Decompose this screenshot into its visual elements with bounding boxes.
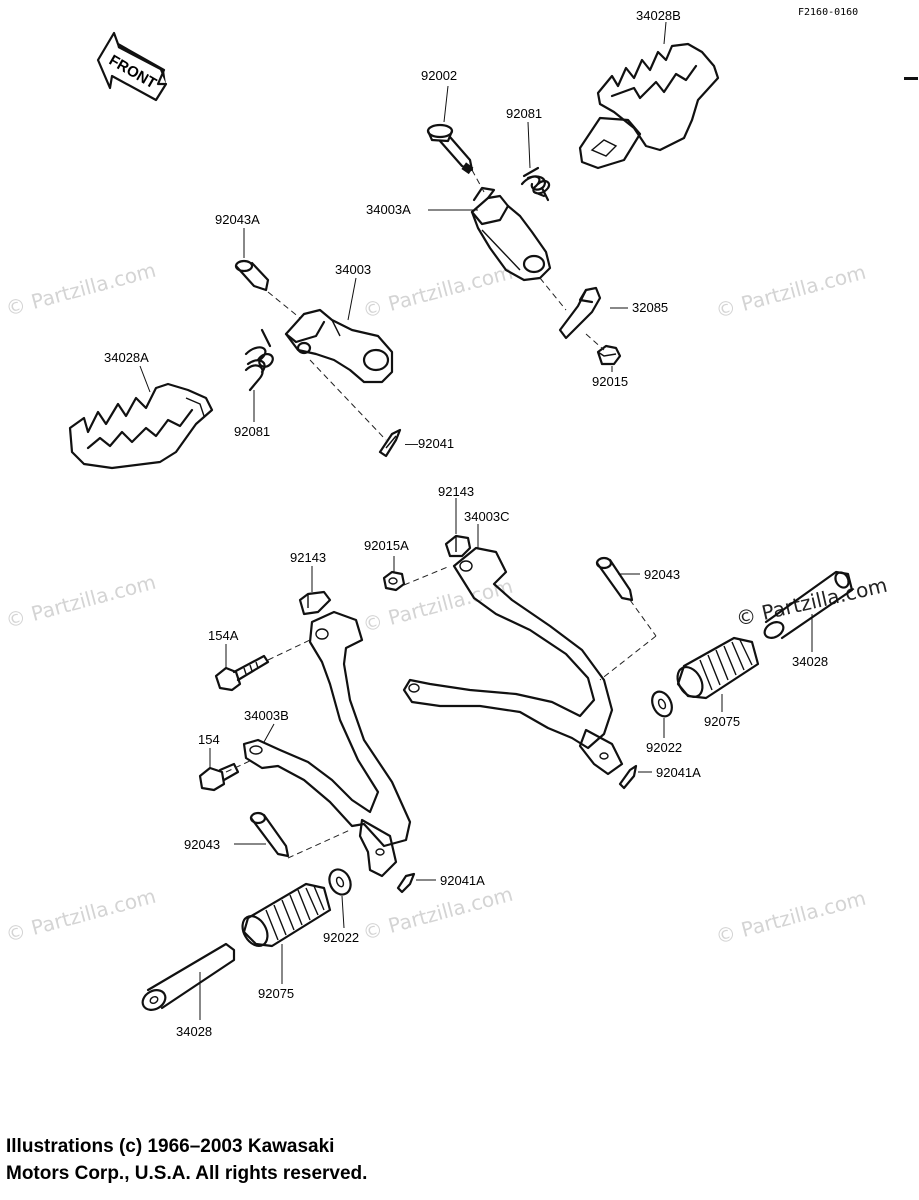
label-92075-right: 92075 — [704, 714, 740, 729]
part-92081-spring-icon — [244, 328, 274, 392]
part-92043-pin-icon — [595, 556, 657, 681]
watermark: © Partzilla.com — [713, 260, 868, 323]
part-92041A-cotter-pin-icon — [618, 764, 638, 790]
part-34028-rod-icon — [763, 570, 854, 640]
part-34003A-bracket-icon — [470, 186, 552, 282]
leader-lines — [139, 21, 813, 1020]
label-34028A: 34028A — [104, 350, 149, 365]
label-154: 154 — [198, 732, 220, 747]
label-92043-left: 92043 — [184, 837, 220, 852]
part-92143-bracket-icon — [298, 590, 332, 616]
watermark: © Partzilla.com — [3, 258, 158, 321]
part-92022-washer-icon — [328, 868, 352, 896]
part-154A-bolt-icon — [214, 654, 270, 692]
part-92143-bracket-icon — [444, 534, 472, 558]
part-92041-cotter-pin-icon — [378, 428, 402, 458]
watermark: © Partzilla.com — [713, 886, 868, 949]
label-92022-left: 92022 — [323, 930, 359, 945]
label-34003A: 34003A — [366, 202, 411, 217]
label-34028-left: 34028 — [176, 1024, 212, 1039]
part-34003-bracket-icon — [284, 308, 394, 384]
copyright-notice: Illustrations (c) 1966–2003 Kawasaki Mot… — [6, 1133, 906, 1187]
label-32085: 32085 — [632, 300, 668, 315]
part-34028A-footpeg-icon — [68, 382, 214, 470]
label-92075-left: 92075 — [258, 986, 294, 1001]
label-92143-left: 92143 — [290, 550, 326, 565]
part-labels: 34028B 92002 92081 34003A 32085 92015 92… — [104, 8, 828, 1039]
label-92002: 92002 — [421, 68, 457, 83]
figure-code: F2160-0160 — [798, 7, 858, 18]
label-34003B: 34003B — [244, 708, 289, 723]
part-32085-plate-icon — [558, 286, 602, 340]
part-92015A-nut-icon — [382, 570, 406, 592]
label-92041A-right: 92041A — [656, 765, 701, 780]
label-92022-right: 92022 — [646, 740, 682, 755]
part-92043A-pin-icon — [234, 259, 270, 292]
part-92015-nut-icon — [596, 344, 622, 366]
part-92075-rubber-icon — [676, 636, 760, 700]
label-92015A: 92015A — [364, 538, 409, 553]
part-92041A-cotter-pin-icon — [396, 872, 416, 894]
part-154-bolt-icon — [198, 762, 240, 792]
label-34028-right: 34028 — [792, 654, 828, 669]
label-92041A-left: 92041A — [440, 873, 485, 888]
label-154A: 154A — [208, 628, 239, 643]
part-34028B-footpeg-icon — [578, 42, 720, 170]
label-34003: 34003 — [335, 262, 371, 277]
watermark: © Partzilla.com — [3, 884, 158, 947]
label-92043-right: 92043 — [644, 567, 680, 582]
front-arrow-icon: FRONT — [96, 31, 168, 102]
watermark: © Partzilla.com — [360, 882, 515, 945]
label-92081-top: 92081 — [506, 106, 542, 121]
edge-mark — [904, 77, 918, 80]
copyright-line-2: Motors Corp., U.S.A. All rights reserved… — [6, 1163, 368, 1184]
label-92041: —92041 — [405, 436, 454, 451]
label-92081-left: 92081 — [234, 424, 270, 439]
copyright-line-1: Illustrations (c) 1966–2003 Kawasaki — [6, 1136, 335, 1157]
part-92043-pin-icon — [249, 811, 351, 859]
label-34003C: 34003C — [464, 509, 510, 524]
part-92022-washer-icon — [651, 690, 673, 718]
part-92075-rubber-icon — [241, 882, 332, 948]
label-92143-top: 92143 — [438, 484, 474, 499]
label-34028B: 34028B — [636, 8, 681, 23]
watermark: © Partzilla.com — [360, 574, 515, 637]
part-34003B-bracket-icon — [242, 610, 412, 878]
watermark: © Partzilla.com — [3, 570, 158, 633]
part-92002-pin-icon — [426, 123, 474, 175]
watermark: © Partzilla.com — [360, 260, 515, 323]
part-92081-spring-icon — [520, 166, 551, 202]
part-34028-rod-icon — [141, 942, 236, 1011]
part-34003C-bracket-icon — [402, 546, 624, 776]
label-92015: 92015 — [592, 374, 628, 389]
label-92043A: 92043A — [215, 212, 260, 227]
